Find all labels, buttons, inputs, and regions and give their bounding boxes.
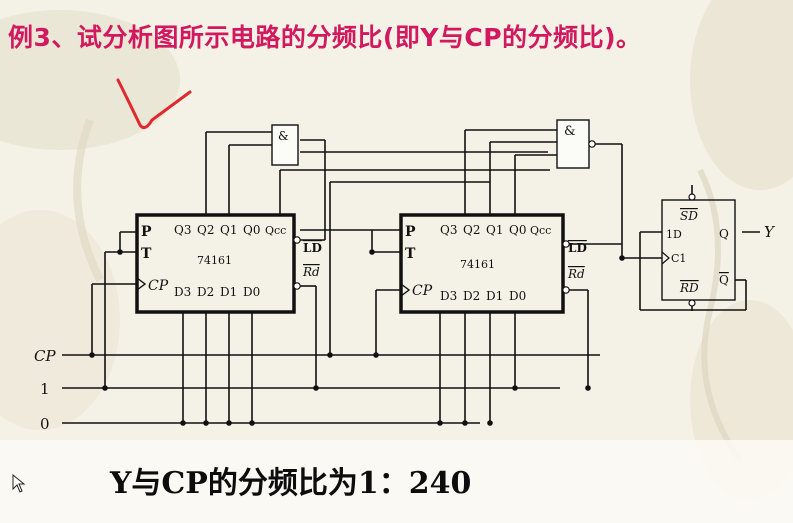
counter-2-pin-p: P <box>405 224 416 240</box>
counter-1: P T CP Q3 Q2 Q1 Q0 Qcc 74161 D3 D2 D1 D0… <box>135 213 322 314</box>
counter-1-d1: D1 <box>220 285 237 299</box>
ff-pin-sd: SD <box>680 209 698 223</box>
counter-1-pin-cp: CP <box>148 278 169 294</box>
counter-2-d0: D0 <box>509 289 526 303</box>
counter-2-pin-rd: Rd <box>567 267 585 281</box>
input-label-high: 1 <box>40 380 50 398</box>
counter-1-d2: D2 <box>197 285 214 299</box>
counter-2-q3: Q3 <box>440 223 457 237</box>
and-gate-1: & <box>271 124 299 166</box>
counter-2-pin-ld: LD <box>568 241 587 255</box>
counter-2-q2: Q2 <box>463 223 480 237</box>
ff-pin-q: Q <box>719 227 729 241</box>
counter-2-d2: D2 <box>463 289 480 303</box>
ff-pin-c: C1 <box>671 252 686 265</box>
counter-1-q1: Q1 <box>220 223 237 237</box>
ff-pin-qbar: Q <box>719 273 729 287</box>
counter-2-d3: D3 <box>440 289 457 303</box>
d-flipflop: SD 1D C1 RD Q Q <box>661 193 736 307</box>
counter-2: P T CP Q3 Q2 Q1 Q0 Qcc 74161 D3 D2 D1 D0… <box>399 213 587 314</box>
counter-2-qcc: Qcc <box>530 224 551 237</box>
input-label-low: 0 <box>40 415 50 433</box>
counter-1-pin-t: T <box>141 246 152 262</box>
counter-2-q0: Q0 <box>509 223 526 237</box>
counter-2-d1: D1 <box>486 289 503 303</box>
ff-pin-rd: RD <box>679 281 699 295</box>
wires <box>62 129 760 424</box>
ff-pin-d: 1D <box>666 228 682 241</box>
counter-1-pin-ld: LD <box>303 241 322 255</box>
answer-text: Y与CP的分频比为1：240 <box>110 466 472 501</box>
counter-1-q0: Q0 <box>243 223 260 237</box>
counter-2-chip-label: 74161 <box>460 258 495 271</box>
output-label-y: Y <box>764 223 776 241</box>
counter-1-q2: Q2 <box>197 223 214 237</box>
nand-gate-2: & <box>556 119 596 169</box>
counter-1-pin-p: P <box>141 224 152 240</box>
and-gate-1-symbol: & <box>278 129 289 143</box>
mouse-cursor-icon <box>12 474 26 493</box>
counter-1-d3: D3 <box>174 285 191 299</box>
slide-title: 例3、试分析图所示电路的分频比(即Y与CP的分频比)。 <box>8 23 642 52</box>
junction-dots <box>89 249 625 426</box>
annotation-checkmark <box>116 78 192 130</box>
counter-1-q3: Q3 <box>174 223 191 237</box>
counter-1-d0: D0 <box>243 285 260 299</box>
counter-1-chip-label: 74161 <box>197 254 232 267</box>
counter-2-pin-cp: CP <box>412 283 433 299</box>
counter-2-q1: Q1 <box>486 223 503 237</box>
counter-1-pin-rd: Rd <box>302 265 320 279</box>
counter-2-pin-t: T <box>405 246 416 262</box>
nand-gate-2-symbol: & <box>564 124 576 139</box>
input-label-cp: CP <box>34 347 56 365</box>
counter-1-qcc: Qcc <box>265 224 286 237</box>
